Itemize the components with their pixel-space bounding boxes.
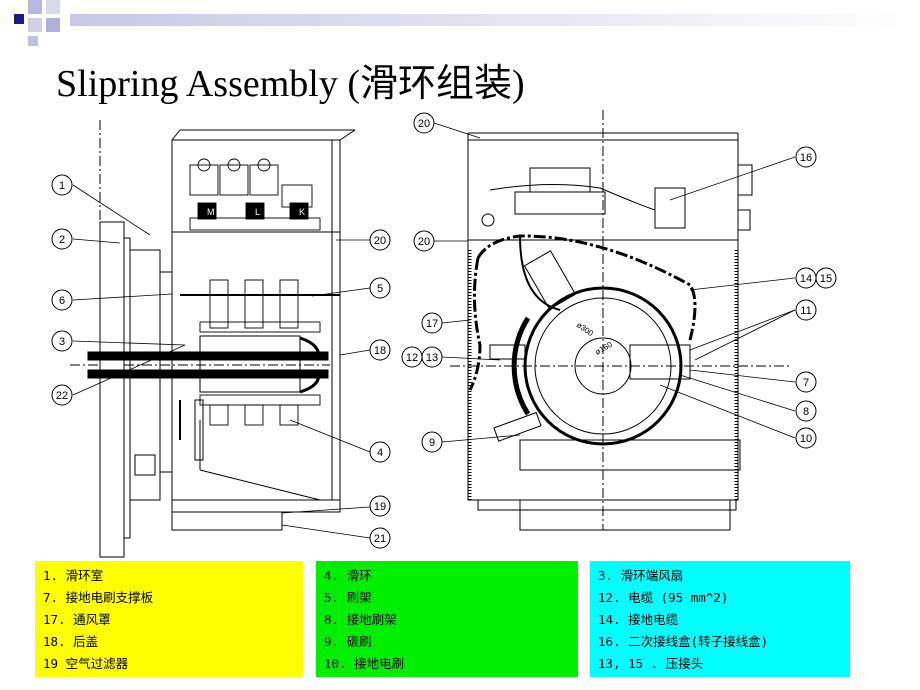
svg-text:2: 2: [59, 234, 65, 246]
svg-text:3: 3: [59, 336, 65, 348]
callout-12: 12: [401, 346, 423, 368]
svg-text:4: 4: [377, 447, 383, 459]
svg-text:5: 5: [377, 283, 383, 295]
svg-text:10: 10: [800, 433, 812, 445]
dim-300: ø300: [575, 320, 596, 338]
legend-cyan: 3. 滑环端风扇 12. 电缆 (95 mm^2) 14. 接地电缆 16. 二…: [590, 561, 850, 677]
right-leaders: [433, 122, 796, 443]
dim-160: ø160: [594, 340, 615, 357]
callout-10: 10: [795, 427, 817, 449]
svg-text:20: 20: [418, 236, 430, 248]
callout-16: 16: [795, 146, 817, 168]
svg-text:13: 13: [426, 352, 438, 364]
svg-text:9: 9: [429, 437, 435, 449]
legend-item: 8. 接地刷架: [324, 612, 397, 627]
legend-item: 3. 滑环端风扇: [598, 568, 684, 583]
svg-text:7: 7: [803, 377, 809, 389]
svg-text:22: 22: [56, 390, 68, 402]
callout-4: 4: [369, 441, 391, 463]
label-m: M: [207, 207, 215, 217]
header-decoration: [14, 0, 920, 46]
callout-20-top: 20: [413, 112, 435, 134]
legend-item: 7. 接地电刷支撑板: [43, 590, 154, 605]
svg-text:1: 1: [59, 180, 65, 192]
svg-text:15: 15: [820, 273, 832, 285]
svg-text:12: 12: [406, 352, 418, 364]
legend-item: 10. 接地电刷: [324, 656, 405, 671]
legend-item: 12. 电缆 (95 mm^2): [598, 590, 729, 605]
legend-item: 14. 接地电缆: [598, 612, 679, 627]
callout-7: 7: [795, 371, 817, 393]
callout-1: 1: [51, 174, 73, 196]
callout-8: 8: [795, 400, 817, 422]
svg-text:16: 16: [800, 152, 812, 164]
callout-18: 18: [369, 339, 391, 361]
callout-13: 13: [421, 346, 443, 368]
header-square-dark: [14, 14, 24, 24]
svg-text:19: 19: [374, 501, 386, 513]
svg-text:6: 6: [59, 295, 65, 307]
svg-text:20: 20: [374, 235, 386, 247]
callouts: 1 2 6 3 22 20 5 18 4 19 21 20 20 16 17 1…: [51, 112, 837, 549]
callout-17: 17: [421, 312, 443, 334]
callout-20-right: 20: [413, 230, 435, 252]
legend-item: 17. 通风罩: [43, 612, 111, 627]
callout-2: 2: [51, 228, 73, 250]
right-view: ø300 ø160: [450, 110, 790, 531]
callout-19: 19: [369, 495, 391, 517]
callout-9: 9: [421, 431, 443, 453]
callout-14: 14: [795, 267, 817, 289]
svg-text:8: 8: [803, 406, 809, 418]
legend-item: 9. 碳刷: [324, 634, 372, 649]
callout-11: 11: [795, 299, 817, 321]
callout-22: 22: [51, 384, 73, 406]
legend-item: 13, 15 . 压接头: [598, 656, 704, 671]
left-view: M L K: [70, 120, 356, 558]
callout-15: 15: [815, 267, 837, 289]
legend-item: 18. 后盖: [43, 634, 99, 649]
svg-text:21: 21: [374, 533, 386, 545]
svg-text:20: 20: [418, 118, 430, 130]
label-l: L: [255, 207, 260, 217]
slipring-drawing: M L K: [51, 110, 837, 558]
label-k: K: [299, 207, 305, 217]
svg-text:17: 17: [426, 318, 438, 330]
callout-20-left: 20: [369, 229, 391, 251]
svg-text:14: 14: [800, 273, 812, 285]
legend-item: 1. 滑环室: [43, 568, 104, 583]
legend-item: 19 空气过滤器: [43, 656, 129, 671]
svg-text:18: 18: [374, 345, 386, 357]
legend-yellow: 1. 滑环室 7. 接地电刷支撑板 17. 通风罩 18. 后盖 19 空气过滤…: [35, 561, 303, 677]
callout-21: 21: [369, 527, 391, 549]
legend-green: 4. 滑环 5. 刷架 8. 接地刷架 9. 碳刷 10. 接地电刷: [316, 561, 578, 677]
page-title: Slipring Assembly (滑环组装): [56, 63, 525, 105]
legend-item: 16. 二次接线盒(转子接线盒): [598, 634, 769, 649]
legend-item: 4. 滑环: [324, 568, 372, 583]
left-leaders: [72, 184, 371, 539]
callout-6: 6: [51, 289, 73, 311]
callout-3: 3: [51, 330, 73, 352]
svg-text:11: 11: [800, 305, 811, 317]
legend-item: 5. 刷架: [324, 590, 372, 605]
callout-5: 5: [369, 277, 391, 299]
